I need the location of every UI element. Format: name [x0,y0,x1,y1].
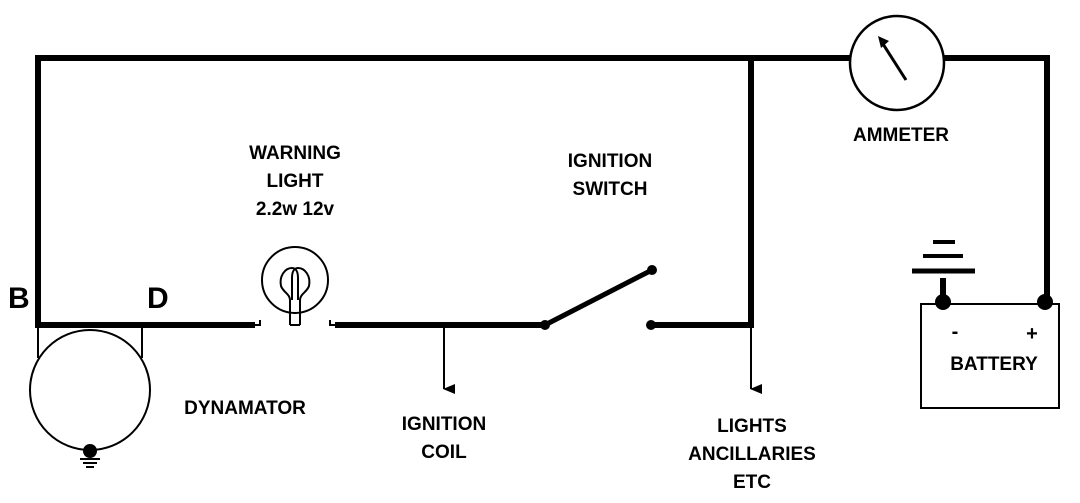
ammeter-dial [848,14,946,112]
warning-light-label-2: LIGHT [267,171,324,192]
battery-negative-terminal [935,294,951,310]
switch-lever [543,267,654,328]
lamp-filament-left [279,266,299,325]
switch-contact-dot [646,320,656,330]
ignition-coil-label-1: IGNITION [402,414,486,435]
switch-tip-dot [647,265,657,275]
battery-label: BATTERY [950,354,1038,375]
ignition-coil-label-2: COIL [421,442,467,463]
battery-case [920,303,1060,409]
warning-light-rating: 2.2w 12v [256,199,335,220]
lamp-filament-right [291,266,311,325]
dynamator-label: DYNAMATOR [184,398,306,419]
terminal-b-label: B [8,282,30,315]
ammeter-icon [848,14,946,112]
ignition-switch-label-1: IGNITION [568,151,652,172]
battery-positive-terminal [1037,294,1053,310]
battery-negative-sign: - [952,321,959,343]
lights-label-1: LIGHTS [717,416,787,437]
dynamator-body [29,329,151,451]
lamp-right-lead [329,320,338,326]
ammeter-label: AMMETER [853,125,949,146]
lamp-left-lead [252,320,261,326]
ammeter-needle [881,43,908,81]
warning-light-lamp-icon [252,246,338,326]
battery-positive-sign: + [1026,323,1038,345]
lights-label-3: ETC [733,472,771,493]
ignition-switch-label-2: SWITCH [573,179,648,200]
dynamator-terminal-dot [83,444,97,458]
battery-icon [912,240,1060,409]
ammeter-needle-tip [878,36,889,48]
lights-label-2: ANCILLARIES [688,444,816,465]
terminal-d-label: D [147,282,169,315]
warning-light-label-1: WARNING [249,143,341,164]
switch-pivot-dot [540,320,550,330]
ignition-switch-symbol [540,265,657,330]
dynamator-icon [29,323,151,468]
lamp-bulb [261,246,329,314]
